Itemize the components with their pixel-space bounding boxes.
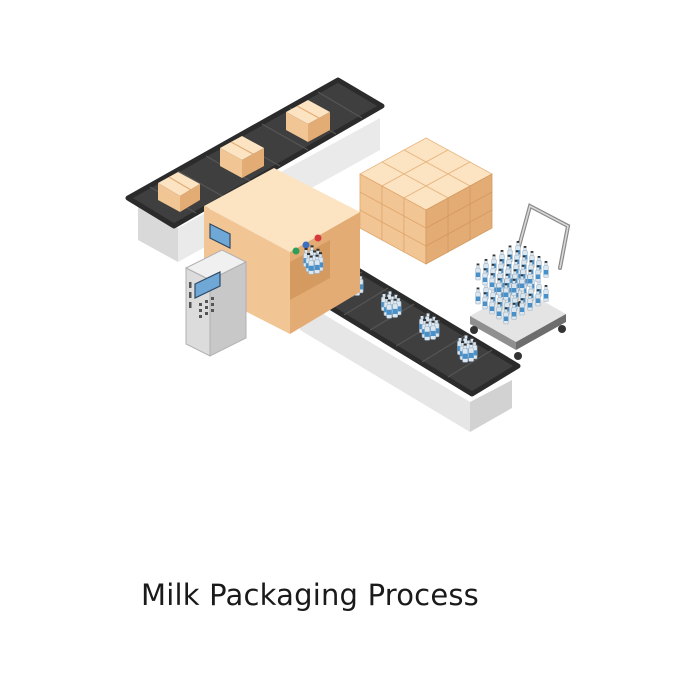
milk-bottle	[308, 255, 315, 275]
control-panel-icon	[184, 249, 248, 357]
machine-button-blue	[302, 241, 310, 249]
milk-bottle	[430, 320, 436, 340]
milk-bottle	[511, 279, 517, 296]
milk-bottle	[392, 298, 398, 318]
upper-belt-frame-side	[138, 205, 178, 262]
milk-bottle	[482, 268, 488, 286]
milk-bottle	[314, 254, 320, 274]
milk-bottle	[511, 303, 517, 320]
milk-bottle	[489, 273, 495, 291]
milk-bottle	[424, 321, 431, 341]
panel-keypad	[199, 297, 214, 318]
milk-bottle	[496, 278, 502, 296]
belt-bottle-groups	[343, 267, 478, 363]
milk-bottle	[527, 270, 533, 287]
milk-bottle	[519, 298, 525, 316]
belt-box-2	[220, 136, 264, 178]
milk-bottle	[462, 343, 469, 363]
bottle-cart-icon	[470, 203, 571, 360]
milk-bottle	[468, 342, 474, 362]
milk-bottle	[482, 292, 488, 310]
cart-base-top	[470, 288, 566, 342]
machine-outlet-bottles	[303, 245, 324, 275]
milk-bottle	[543, 261, 549, 278]
machine-button-red	[314, 234, 322, 242]
machine-top	[204, 168, 360, 252]
machine-button-green	[292, 247, 300, 255]
milk-bottle	[535, 265, 541, 283]
cart-base-side	[516, 314, 566, 350]
milk-bottle	[535, 289, 541, 307]
belt-box-3	[286, 100, 330, 142]
milk-bottle	[503, 307, 509, 325]
milk-bottle	[475, 263, 481, 281]
caption-title: Milk Packaging Process	[141, 578, 479, 612]
pallet-box	[403, 185, 449, 229]
stacked-boxes-icon	[359, 137, 493, 265]
lower-belt-frame-end	[470, 380, 512, 432]
milk-bottle	[475, 287, 481, 305]
lower-belt-frame-front	[300, 300, 470, 432]
milk-bottle	[519, 274, 525, 292]
belt-box-1	[158, 172, 200, 212]
packaging-machine-icon	[204, 168, 360, 334]
milk-bottle	[386, 299, 393, 319]
milk-bottle	[489, 297, 495, 315]
machine-screen	[209, 223, 231, 249]
cart-base-front	[470, 316, 516, 350]
cart-bottles	[475, 241, 549, 325]
panel-indicators	[189, 282, 192, 308]
upper-belt-rim	[125, 77, 385, 229]
milk-bottle	[503, 283, 509, 301]
milk-bottle	[496, 302, 502, 320]
panel-screen	[194, 271, 221, 299]
cart-handle-highlight	[517, 204, 569, 269]
milk-bottle	[527, 294, 533, 311]
milk-bottle	[543, 285, 549, 302]
